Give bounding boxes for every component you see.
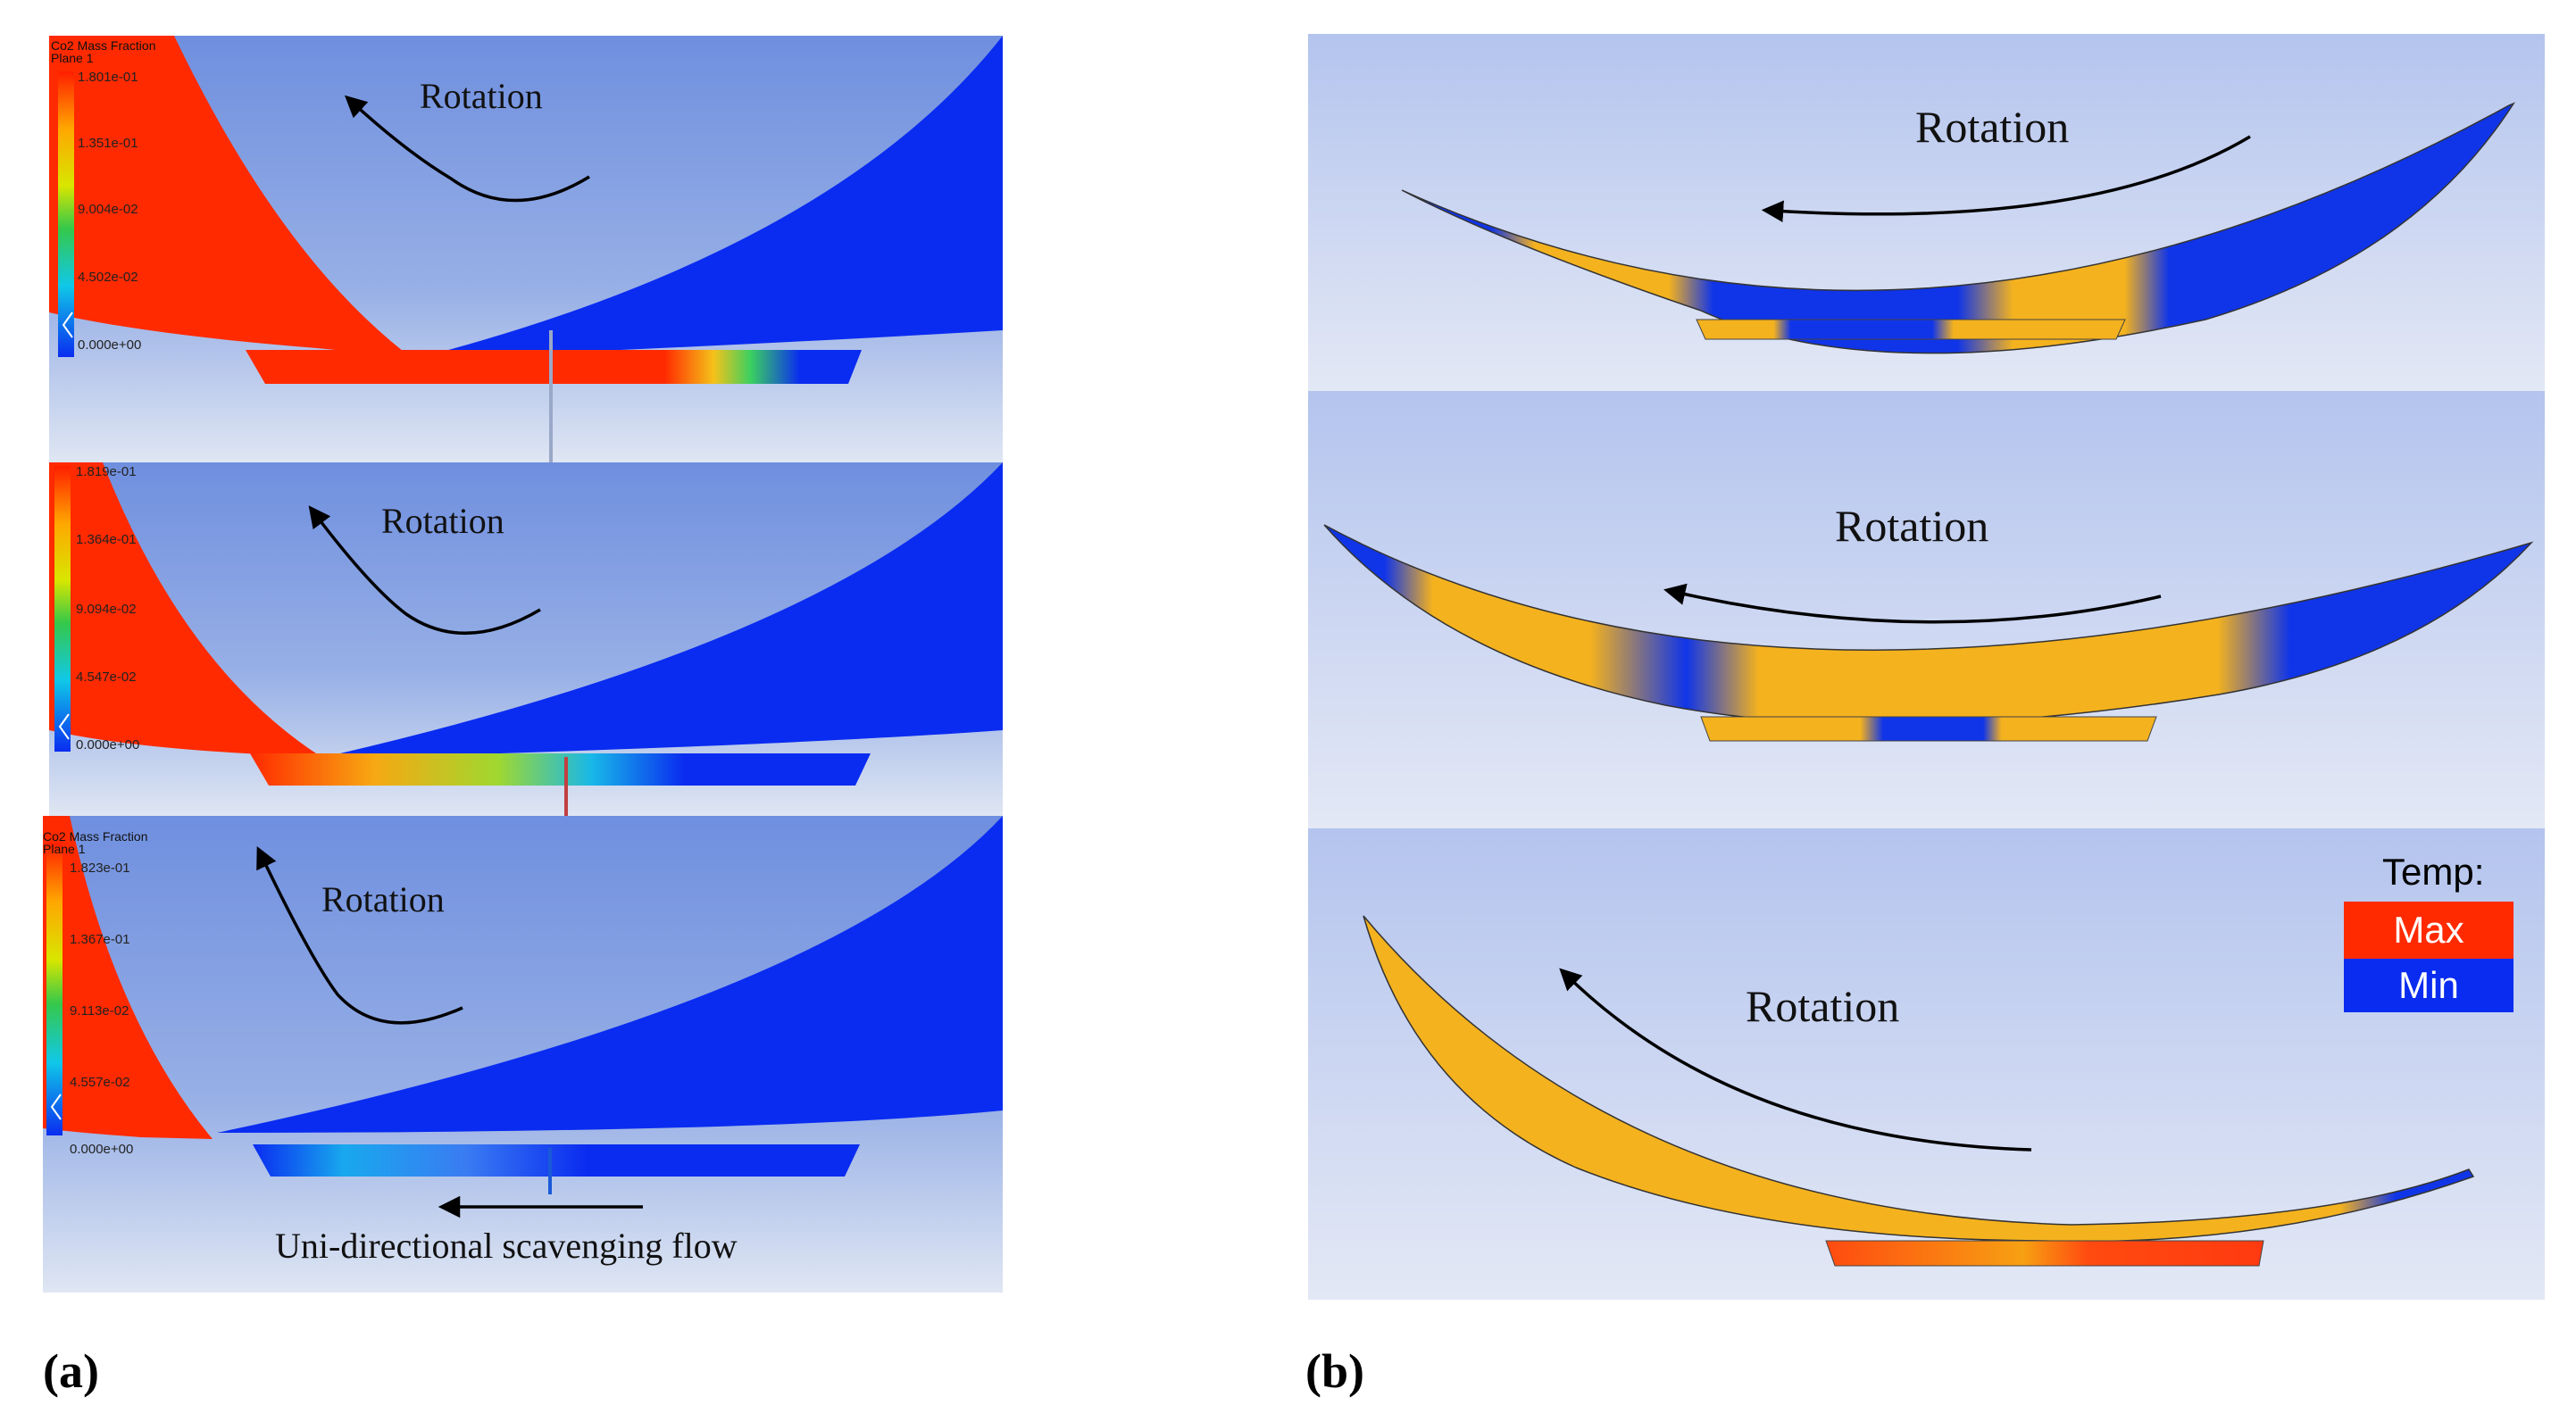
legend-tick: 1.819e-01 bbox=[76, 464, 137, 479]
legend-tick: 1.364e-01 bbox=[76, 532, 137, 547]
legend-title: Co2 Mass Fraction bbox=[51, 38, 156, 53]
exhaust-lobe bbox=[49, 36, 411, 357]
legend-tick: 1.823e-01 bbox=[70, 861, 130, 876]
legend-min-swatch bbox=[2344, 959, 2513, 1012]
legend-tick: 0.000e+00 bbox=[78, 337, 142, 353]
intake-lobe bbox=[317, 462, 1003, 759]
legend-tick: 9.113e-02 bbox=[70, 1003, 129, 1019]
counterclockwise-arrow-icon bbox=[344, 95, 590, 203]
temp-contour-1 bbox=[1308, 34, 2545, 391]
legend-tick: 0.000e+00 bbox=[70, 1142, 134, 1157]
scavenge-channel bbox=[1825, 1240, 2264, 1267]
intake-lobe bbox=[415, 36, 1003, 359]
colorbar-icon bbox=[54, 466, 71, 752]
legend-tick: 1.367e-01 bbox=[70, 932, 130, 947]
scavenge-channel bbox=[1700, 716, 2157, 742]
rotation-label: Rotation bbox=[1746, 981, 1900, 1031]
rotation-label: Rotation bbox=[420, 76, 543, 116]
scavenge-channel bbox=[246, 350, 862, 384]
panel-a-plot-2: 1.819e-01 1.364e-01 9.094e-02 4.547e-02 … bbox=[49, 462, 1003, 816]
intake-lobe bbox=[217, 816, 1003, 1133]
panel-a-label: (a) bbox=[43, 1344, 99, 1398]
temp-contour-3 bbox=[1308, 828, 2545, 1300]
cylinder-band bbox=[1401, 102, 2515, 354]
panel-b-plot-3: Rotation Temp: Max Min bbox=[1308, 828, 2545, 1300]
counterclockwise-arrow-icon bbox=[1663, 583, 2162, 624]
flow-caption: Uni-directional scavenging flow bbox=[275, 1226, 738, 1266]
legend-subtitle: Plane 1 bbox=[43, 842, 86, 856]
panel-a-plot-3: Co2 Mass Fraction Plane 1 1.823e-01 1.36… bbox=[43, 816, 1003, 1293]
legend-title: Temp: bbox=[2382, 851, 2485, 893]
legend-title: Co2 Mass Fraction bbox=[43, 829, 148, 844]
legend-max-label: Max bbox=[2393, 909, 2464, 951]
legend-tick: 9.004e-02 bbox=[78, 202, 138, 217]
exhaust-lobe bbox=[49, 462, 321, 757]
co2-contour-1 bbox=[49, 36, 1003, 462]
legend-tick: 4.547e-02 bbox=[76, 669, 137, 685]
co2-contour-3 bbox=[43, 816, 1003, 1293]
counterclockwise-arrow-icon bbox=[256, 845, 463, 1025]
counterclockwise-arrow-icon bbox=[308, 505, 541, 636]
rotation-label: Rotation bbox=[321, 879, 445, 919]
counterclockwise-arrow-icon bbox=[1761, 135, 2251, 222]
legend-subtitle: Plane 1 bbox=[51, 51, 94, 65]
panel-b-plot-2: Rotation bbox=[1308, 391, 2545, 828]
counterclockwise-arrow-icon bbox=[1559, 968, 2032, 1152]
rotation-label: Rotation bbox=[1835, 501, 1989, 551]
cylinder-band bbox=[1323, 524, 2534, 726]
legend-tick: 1.801e-01 bbox=[78, 70, 138, 85]
legend-max-swatch bbox=[2344, 902, 2513, 959]
rotation-label: Rotation bbox=[1915, 102, 2070, 152]
co2-contour-2 bbox=[49, 462, 1003, 816]
cylinder-band bbox=[1363, 915, 2475, 1243]
legend-tick: 0.000e+00 bbox=[76, 737, 140, 753]
colorbar-icon bbox=[46, 843, 63, 1135]
legend-tick: 9.094e-02 bbox=[76, 602, 137, 617]
rotation-label: Rotation bbox=[381, 501, 504, 541]
panel-a-plot-1: Co2 Mass Fraction Plane 1 1.801e-01 1.35… bbox=[49, 36, 1003, 462]
scavenge-channel bbox=[1696, 319, 2126, 340]
legend-tick: 4.502e-02 bbox=[78, 270, 138, 285]
scavenge-channel bbox=[253, 1144, 860, 1177]
legend-tick: 4.557e-02 bbox=[70, 1075, 130, 1090]
colorbar-icon bbox=[58, 71, 74, 357]
exhaust-lobe bbox=[43, 816, 213, 1139]
panel-b-plot-1: Rotation bbox=[1308, 34, 2545, 391]
temp-contour-2 bbox=[1308, 391, 2545, 828]
legend-min-label: Min bbox=[2398, 964, 2459, 1006]
panel-b-label: (b) bbox=[1305, 1344, 1364, 1398]
legend-tick: 1.351e-01 bbox=[78, 136, 138, 151]
scavenge-channel bbox=[250, 753, 871, 786]
